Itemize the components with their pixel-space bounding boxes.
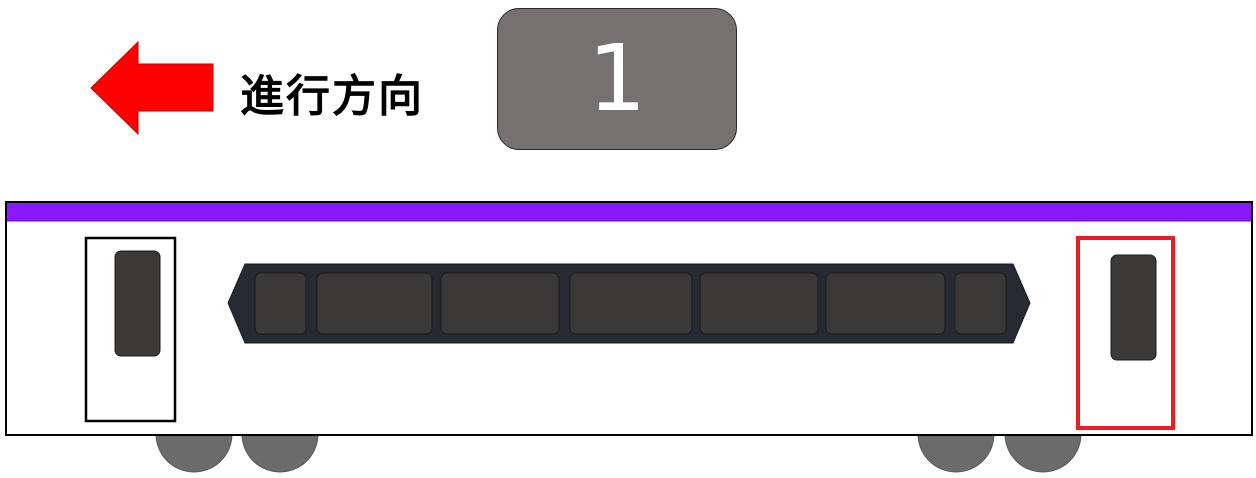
left-arrow-icon [90, 40, 214, 136]
roof-stripe [7, 203, 1251, 221]
window-pane [825, 272, 946, 335]
window-pane [254, 272, 307, 335]
right-door-window [1110, 254, 1157, 361]
window-panes [254, 272, 1007, 335]
window-pane [954, 272, 1007, 335]
direction-label: 進行方向 [240, 71, 424, 122]
window-pane [316, 272, 433, 335]
car-number-box: 1 [497, 8, 737, 150]
window-pane [569, 272, 693, 335]
window-pane [440, 272, 560, 335]
car-number: 1 [587, 25, 647, 132]
window-pane [699, 272, 819, 335]
left-door-window [114, 250, 161, 357]
